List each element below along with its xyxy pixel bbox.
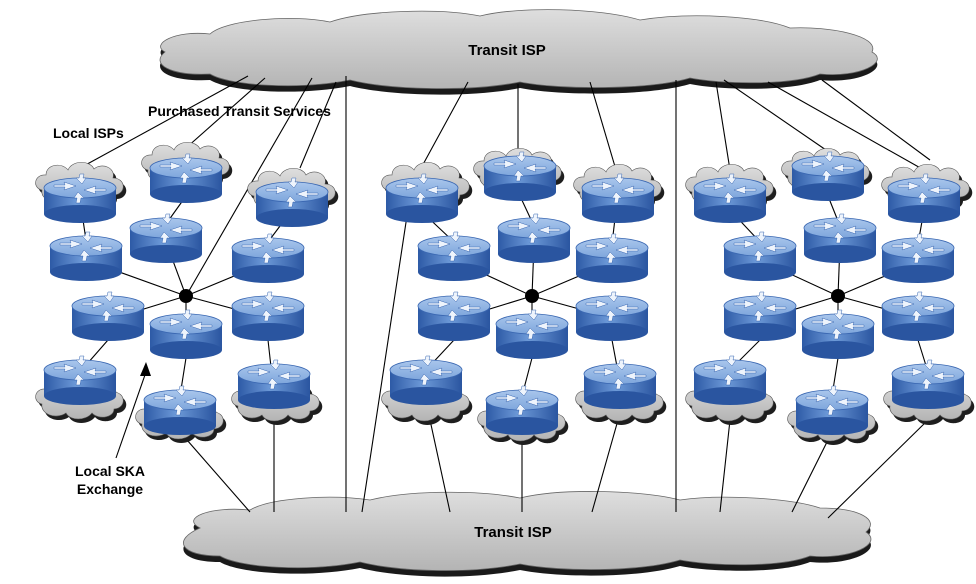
transit-isp-bottom-cloud — [183, 491, 872, 577]
router-icon — [389, 355, 463, 406]
router-icon — [231, 233, 305, 284]
router-icon — [723, 231, 797, 282]
pointer-arrowhead — [140, 362, 151, 376]
exchange-hub-icon — [525, 289, 539, 303]
router-icon — [49, 231, 123, 282]
transit-isp-top-cloud — [159, 9, 878, 95]
router-icon — [143, 385, 217, 436]
router-icon — [71, 291, 145, 342]
router-icon — [483, 151, 557, 202]
router-icon — [801, 309, 875, 360]
exchange-hubs — [179, 289, 845, 303]
router-icon — [583, 359, 657, 410]
router-icon — [881, 233, 955, 284]
router-icon — [881, 291, 955, 342]
local-isps-label: Local ISPs — [53, 125, 124, 141]
transit-isp-top-label: Transit ISP — [468, 42, 546, 59]
router-icon — [231, 291, 305, 342]
exchange-label: Exchange — [77, 481, 143, 497]
router-icon — [795, 385, 869, 436]
router-icon — [149, 153, 223, 204]
router-icon — [129, 213, 203, 264]
exchange-hub-icon — [179, 289, 193, 303]
router-icon — [791, 151, 865, 202]
router-icon — [575, 291, 649, 342]
router-icon — [803, 213, 877, 264]
connection-lines — [79, 75, 931, 519]
router-icon — [575, 233, 649, 284]
router-icon — [237, 359, 311, 410]
router-icon — [255, 177, 329, 228]
router-icon — [485, 385, 559, 436]
router-icon — [497, 213, 571, 264]
purchased-transit-label: Purchased Transit Services — [148, 103, 331, 119]
router-icon — [417, 291, 491, 342]
router-icon — [385, 173, 459, 224]
local-ska-label: Local SKA — [75, 463, 145, 479]
router-icon — [417, 231, 491, 282]
exchange-hub-icon — [831, 289, 845, 303]
router-icon — [693, 173, 767, 224]
router-icon — [693, 355, 767, 406]
router-icon — [149, 309, 223, 360]
router-icon — [887, 173, 961, 224]
router-icon — [43, 173, 117, 224]
router-icon — [723, 291, 797, 342]
router-icon — [43, 355, 117, 406]
router-icon — [581, 173, 655, 224]
transit-isp-bottom-label: Transit ISP — [474, 524, 552, 541]
router-icon — [891, 359, 965, 410]
router-icon — [495, 309, 569, 360]
